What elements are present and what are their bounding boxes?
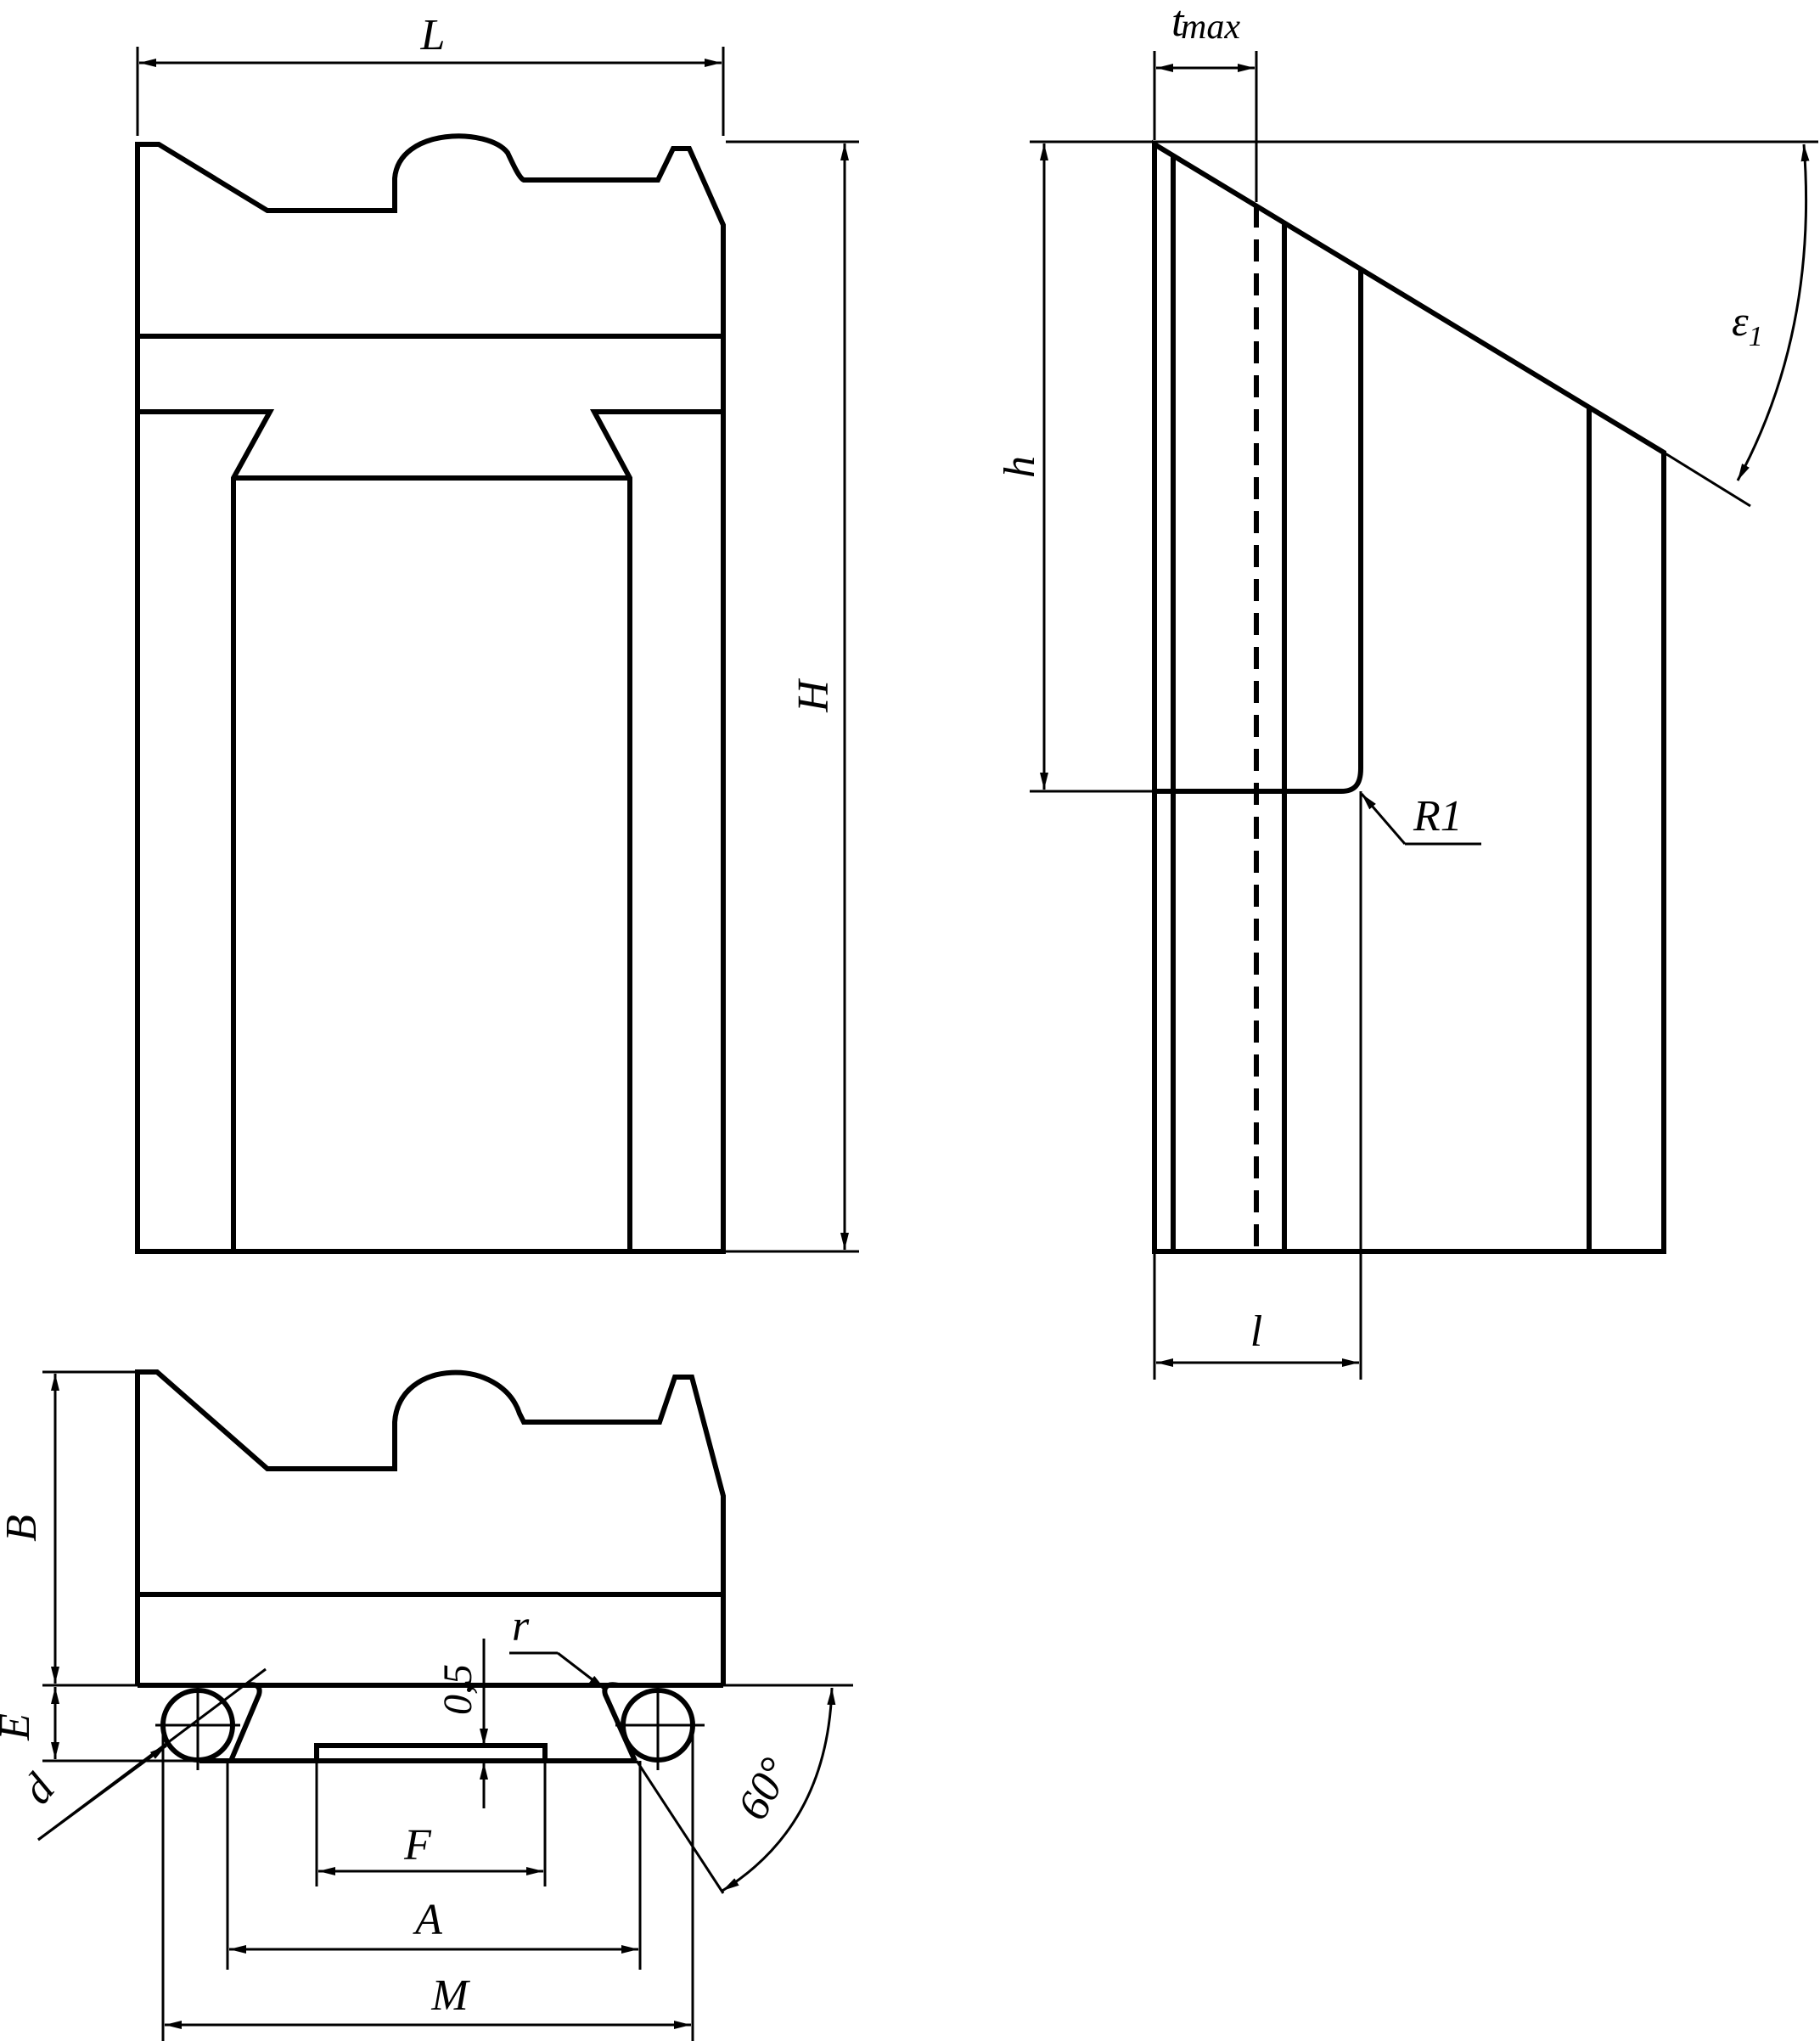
dimension-F: F xyxy=(315,1761,547,1886)
label-epsilon: ε1 xyxy=(1732,297,1763,352)
label-l: l xyxy=(1250,1307,1262,1356)
dimension-t-max: t max xyxy=(1153,0,1258,202)
front-view: L H xyxy=(135,11,859,1254)
dimension-60-degree: 60° xyxy=(635,1684,853,1894)
bottom-view: B E d r 0,5 F xyxy=(0,1369,853,2041)
label-E: E xyxy=(0,1713,39,1741)
label-F: F xyxy=(403,1821,432,1870)
side-view-step xyxy=(1154,269,1363,794)
label-0-5: 0,5 xyxy=(435,1664,480,1715)
leader-r: r xyxy=(509,1602,606,1691)
dimension-B: B xyxy=(0,1370,138,1687)
label-60-degree: 60° xyxy=(728,1751,800,1828)
label-L: L xyxy=(420,11,446,59)
side-view: t max ε1 h R1 l xyxy=(996,0,1818,1380)
dimension-M: M xyxy=(161,1725,694,2041)
label-A: A xyxy=(413,1896,442,1944)
dimension-epsilon: ε1 xyxy=(1030,140,1818,508)
label-B: B xyxy=(0,1515,46,1542)
left-roller xyxy=(155,1682,262,1770)
front-view-t-slot xyxy=(138,409,723,1251)
label-M: M xyxy=(430,1971,470,2020)
dimension-L: L xyxy=(136,11,725,136)
bottom-view-center-step xyxy=(314,1743,548,1761)
label-R1: R1 xyxy=(1413,792,1463,841)
label-H: H xyxy=(789,678,838,713)
label-max: max xyxy=(1181,8,1240,47)
bottom-view-outline xyxy=(135,1369,726,1685)
dimension-H: H xyxy=(726,140,859,1253)
label-t: t xyxy=(1171,0,1185,46)
label-d: d xyxy=(13,1764,65,1813)
leader-R1: R1 xyxy=(1360,792,1481,846)
side-view-outline xyxy=(1152,139,1666,1254)
dimension-A: A xyxy=(226,1761,642,1970)
dimension-0-5: 0,5 xyxy=(435,1639,488,1808)
label-r: r xyxy=(512,1602,530,1650)
dimension-E: E xyxy=(0,1687,204,1763)
front-view-outline xyxy=(135,133,726,1254)
label-h: h xyxy=(996,456,1044,478)
right-roller xyxy=(602,1682,705,1770)
dimension-h: h xyxy=(996,140,1154,793)
dimension-l: l xyxy=(1153,1251,1359,1380)
